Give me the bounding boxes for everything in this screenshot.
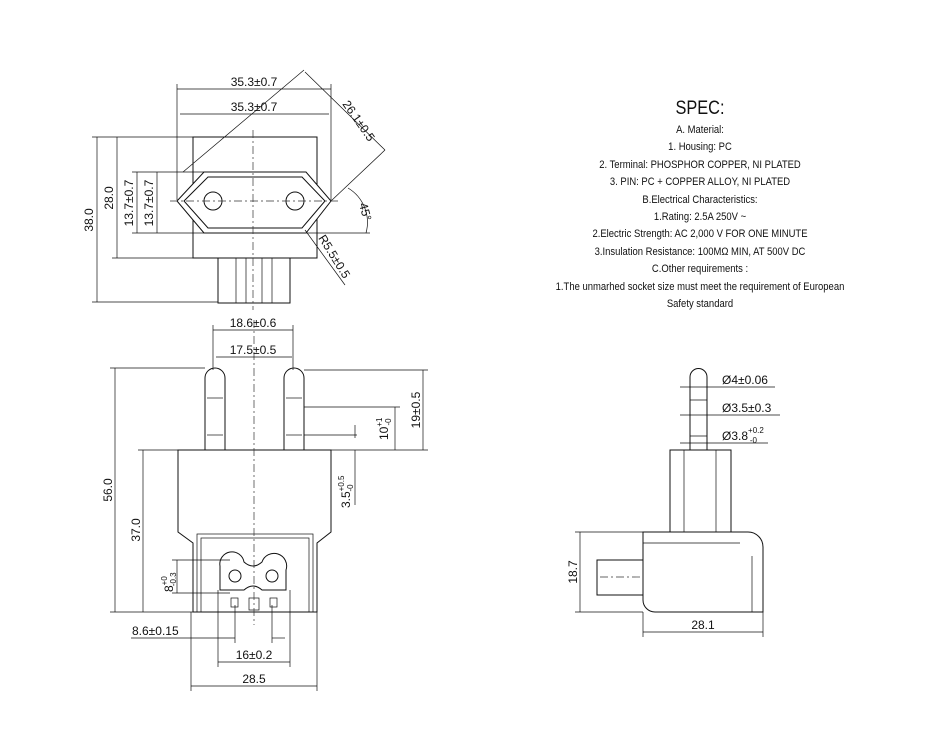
side-view: Ø4±0.06 Ø3.5±0.3 Ø3.8+0.2-0 18.7 28.1 <box>566 368 780 637</box>
dim-top-height-total: 38.0 <box>82 208 96 232</box>
spec-title: SPEC: <box>675 98 725 119</box>
dim-step: 3.5+0.5-0 <box>337 475 355 508</box>
dim-pin-insulation: 10+1-0 <box>375 417 393 440</box>
dim-side-height: 18.7 <box>566 560 580 584</box>
side-upper-block <box>669 449 732 533</box>
dim-front-height-body: 37.0 <box>129 518 143 542</box>
front-view: 18.6±0.6 17.5±0.5 56.0 37.0 19±0.5 10+1-… <box>101 316 428 691</box>
dim-top-width-outer: 35.3±0.7 <box>231 75 278 89</box>
dim-front-width: 28.5 <box>242 672 266 686</box>
dim-top-radius: R5.5±0.5 <box>315 232 353 281</box>
dim-top-height-body: 28.0 <box>102 186 116 210</box>
spec-line: C.Other requirements : <box>651 263 749 276</box>
dim-pin-mid-dia: Ø3.5±0.3 <box>722 401 772 415</box>
spec-line: 1.The unmarhed socket size must meet the… <box>555 280 845 293</box>
dim-top-angle: 45° <box>356 201 374 222</box>
dim-socket-height: 8+0-0.3 <box>160 572 178 592</box>
top-pins-block <box>217 257 291 304</box>
spec-line: 3. PIN: PC + COPPER ALLOY, NI PLATED <box>609 176 791 189</box>
dim-pin-length: 19±0.5 <box>409 391 423 428</box>
top-view: 35.3±0.7 35.3±0.7 26.1±0.5 45° R5.5±0.5 … <box>82 69 386 310</box>
side-stub <box>596 559 644 596</box>
spec-line: 1.Rating: 2.5A 250V ~ <box>653 211 747 224</box>
dim-top-half-height-1: 13.7±0.7 <box>122 179 136 226</box>
side-body <box>642 531 764 613</box>
dim-top-width-inner: 35.3±0.7 <box>231 100 278 114</box>
dim-pin-span-inner: 17.5±0.5 <box>230 343 277 357</box>
spec-line: Safety standard <box>666 298 734 311</box>
dim-top-diagonal: 26.1±0.5 <box>340 98 378 144</box>
pin-right <box>283 367 305 450</box>
dim-front-height-total: 56.0 <box>101 478 115 502</box>
dim-terminal-offset: 8.6±0.15 <box>132 624 179 638</box>
dim-socket-width: 16±0.2 <box>236 648 273 662</box>
spec-line: 1. Housing: PC <box>668 141 732 154</box>
pin-left <box>204 367 226 450</box>
spec-line: B.Electrical Characteristics: <box>642 193 758 206</box>
socket-face-outline <box>176 171 332 234</box>
spec-line: 3.Insulation Resistance: 100MΩ MIN, AT 5… <box>594 245 806 258</box>
dim-pin-tip-dia: Ø4±0.06 <box>722 373 768 387</box>
dim-pin-base-dia: Ø3.8+0.2-0 <box>722 426 764 445</box>
socket-figure-eight <box>219 551 288 591</box>
dim-side-length: 28.1 <box>691 618 715 632</box>
spec-line: 2. Terminal: PHOSPHOR COPPER, NI PLATED <box>599 158 801 171</box>
spec-block: SPEC: A. Material: 1. Housing: PC 2. Ter… <box>554 96 846 313</box>
side-pin <box>689 368 708 450</box>
spec-line: A. Material: <box>676 124 724 136</box>
dim-top-half-height-2: 13.7±0.7 <box>142 179 156 226</box>
dim-pin-span-outer: 18.6±0.6 <box>230 316 277 330</box>
spec-line: 2.Electric Strength: AC 2,000 V FOR ONE … <box>592 228 808 241</box>
